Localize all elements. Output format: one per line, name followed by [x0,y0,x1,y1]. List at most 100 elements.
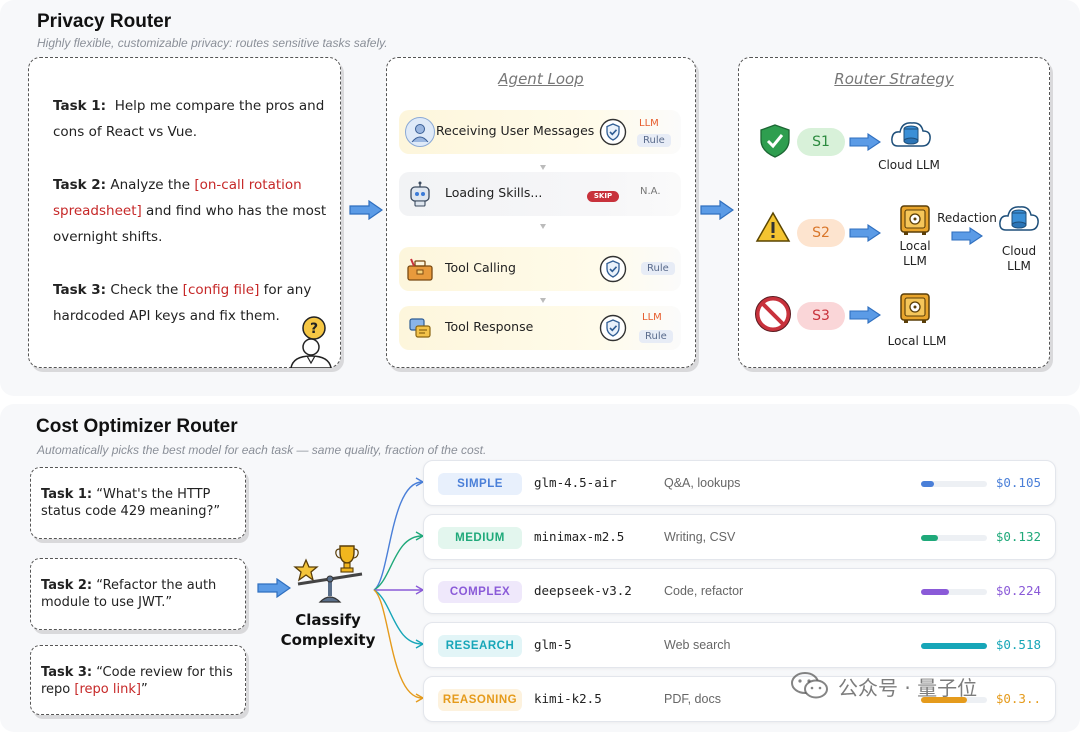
cost-bar-fill [921,535,938,541]
cost-bar-fill [921,697,967,703]
robot-icon [405,179,435,209]
strategy-level-s1: S1 [797,128,845,156]
balance-scale-icon [293,545,363,603]
routing-connectors [373,477,425,703]
shield-check-icon [599,255,627,283]
response-icon [405,313,435,343]
privacy-task-3: Task 3: Check the [config file] for any … [53,282,312,324]
model-price: $0.105 [995,475,1041,490]
agent-loop-card: Agent Loop Receiving User Messages LLM R… [386,57,696,368]
classify-complexity-label: Classify Complexity [280,611,376,649]
tier-badge: SIMPLE [438,473,522,495]
s3-target: Local LLM [887,334,947,348]
prohibited-icon [755,296,791,332]
s1-target: Cloud LLM [878,158,940,172]
model-price: $0.224 [995,583,1041,598]
tier-badge: REASONING [438,689,522,711]
loop-step-tool-calling: Tool Calling Rule [399,247,681,291]
cost-optimizer-title: Cost Optimizer Router [36,416,238,437]
model-name: kimi-k2.5 [534,691,602,706]
agent-loop-title: Agent Loop [498,70,584,88]
cost-bar [921,481,987,487]
cost-task-2: Task 2: “Refactor the auth module to use… [30,558,246,630]
privacy-router-title: Privacy Router [37,11,172,32]
model-price: $0.518 [995,637,1041,652]
cost-bar-fill [921,589,949,595]
tier-badge: COMPLEX [438,581,522,603]
privacy-task-1: Task 1: Help me compare the pros and con… [53,98,325,140]
arrow-right-icon [849,224,881,242]
loop-step-receiving: Receiving User Messages LLM Rule [399,110,681,154]
svg-text:?: ? [310,321,318,337]
down-arrow-icon [540,298,546,303]
tier-badge: MEDIUM [438,527,522,549]
s2-target: Local LLM [899,239,931,268]
repo-link[interactable]: [repo link] [74,682,141,697]
loop-step-tool-response: Tool Response LLM Rule [399,306,681,350]
model-name: deepseek-v3.2 [534,583,632,598]
arrow-right-icon [849,306,881,324]
down-arrow-icon [540,224,546,229]
cost-bar [921,589,987,595]
model-name: glm-5 [534,637,572,652]
green-shield-icon [760,124,790,158]
router-strategy-title: Router Strategy [834,70,954,88]
tag-rule: Rule [641,262,675,275]
user-icon [405,117,435,147]
cloud-llm-icon [891,122,931,147]
model-description: Q&A, lookups [664,476,741,490]
cost-bar [921,535,987,541]
shield-check-icon [599,118,627,146]
tier-badge: RESEARCH [438,635,522,657]
cost-bar [921,697,987,703]
toolbox-icon [405,254,435,284]
tag-llm: LLM [642,312,662,323]
local-llm-safe-icon [900,293,930,323]
arrow-right-icon [849,133,881,151]
cost-optimizer-subtitle: Automatically picks the best model for e… [37,443,487,457]
cloud-llm-icon [999,206,1039,231]
loop-step-loading-skills: Loading Skills... SKIP N.A. [399,172,681,216]
down-arrow-icon [540,165,546,170]
model-name: glm-4.5-air [534,475,617,490]
strategy-level-s3: S3 [797,302,845,330]
local-llm-safe-icon [900,205,930,235]
model-description: PDF, docs [664,692,721,706]
arrow-to-agent-loop-icon [349,200,383,220]
router-strategy-card: Router Strategy S1 Cloud LLM S2 Local LL… [738,57,1050,368]
s2-final-target: Cloud LLM [1001,244,1037,273]
model-name: minimax-m2.5 [534,529,625,544]
model-tier-card[interactable]: COMPLEX deepseek-v3.2 Code, refactor $0.224 [423,568,1056,614]
cost-bar-fill [921,481,934,487]
watermark: 公众号 · 量子位 [838,676,978,700]
thinking-person-icon: ? [290,316,332,368]
cost-bar-fill [921,643,987,649]
privacy-router-subtitle: Highly flexible, customizable privacy: r… [37,36,388,50]
model-tier-card[interactable]: SIMPLE glm-4.5-air Q&A, lookups $0.105 [423,460,1056,506]
privacy-tasks-card: Task 1: Help me compare the pros and con… [28,57,341,368]
arrow-right-icon [951,227,983,245]
redaction-label: Redaction [937,211,997,225]
model-description: Code, refactor [664,584,744,598]
wechat-icon [791,672,828,699]
tag-llm: LLM [639,118,659,129]
strategy-level-s2: S2 [797,219,845,247]
shield-check-icon [599,314,627,342]
tag-na: N.A. [640,186,661,197]
model-price: $0.3.. [995,691,1041,706]
skip-badge: SKIP [587,191,619,202]
arrow-to-router-strategy-icon [700,200,734,220]
arrow-to-classifier-icon [257,578,291,598]
warning-icon [755,211,791,242]
config-file-link[interactable]: [config file] [182,282,260,298]
cost-task-3: Task 3: “Code review for this repo [repo… [30,645,246,715]
model-description: Writing, CSV [664,530,736,544]
privacy-task-2: Task 2: Analyze the [on-call rotation sp… [53,177,327,245]
cost-task-1: Task 1: “What's the HTTP status code 429… [30,467,246,539]
tag-rule: Rule [639,330,673,343]
spreadsheet-link[interactable]: [on-call rotation spreadsheet] [53,177,302,219]
cost-bar [921,643,987,649]
model-tier-card[interactable]: REASONING kimi-k2.5 PDF, docs $0.3.. [423,676,1056,722]
